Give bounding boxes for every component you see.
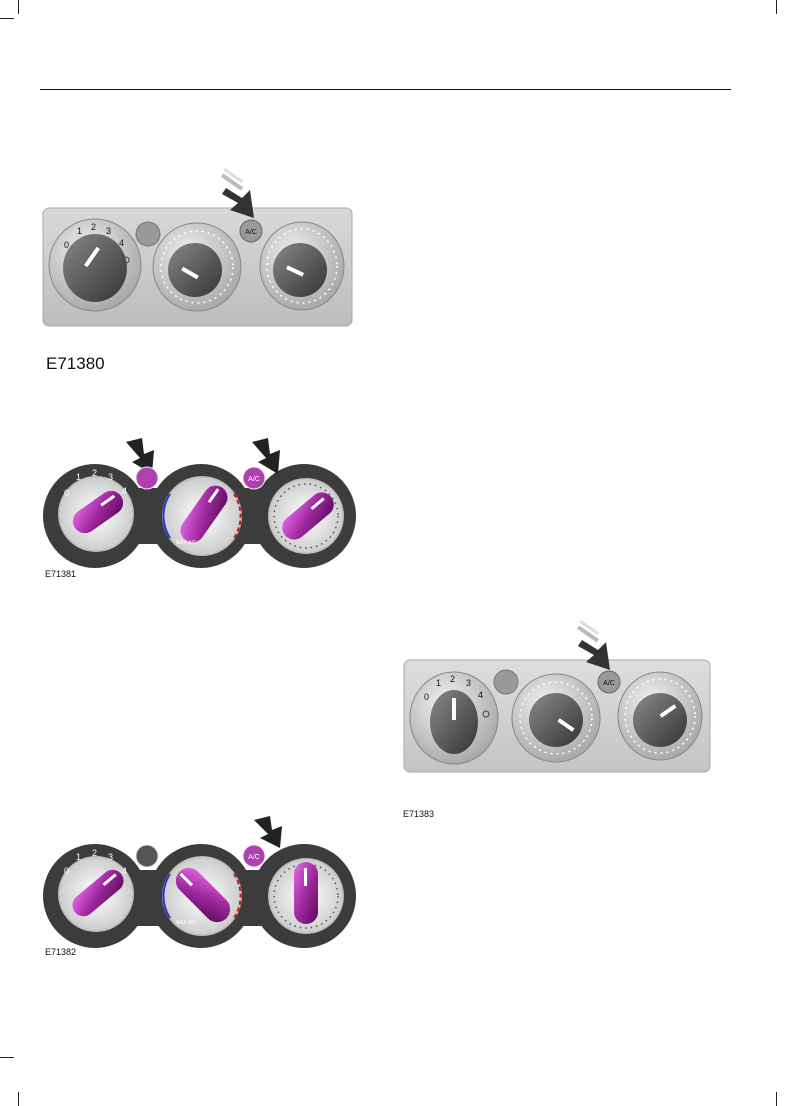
air-distribution-knob [617, 671, 703, 761]
ac-button [597, 670, 621, 694]
fan-speed-knob [48, 218, 142, 312]
header-rule [40, 89, 731, 90]
fan-label-2: 2 [450, 674, 455, 684]
arrow-icon [577, 620, 610, 670]
ac-button-label: A/C [603, 680, 615, 687]
arrow-icon [126, 438, 154, 474]
fan-label-4: 4 [119, 238, 124, 248]
fan-label-2: 2 [92, 848, 97, 858]
recirculation-button [493, 669, 519, 695]
caption-e71382: E71382 [45, 947, 77, 957]
fan-label-1: 1 [436, 678, 441, 688]
fan-label-4: 4 [478, 690, 483, 700]
crop-mark-top-right-v [776, 0, 777, 14]
fan-label-3: 3 [106, 226, 111, 236]
fan-icon [482, 710, 490, 718]
caption-e71383: E71383 [403, 809, 435, 819]
fan-label-0: 0 [64, 240, 69, 250]
recirculation-button [135, 221, 161, 247]
ac-button [242, 466, 266, 490]
figure-e71381: 0 1 2 3 4 MAX A/C A/C [40, 436, 358, 568]
climate-control-panel-illustration: 0 1 2 3 4 MAX A/C A/C [43, 816, 356, 948]
crop-mark-bottom-right-v [776, 1092, 777, 1106]
crop-mark-top-left-v [18, 0, 19, 14]
temperature-knob [152, 222, 242, 312]
crop-mark-bottom-left-h [0, 1057, 14, 1058]
fan-icon [122, 256, 130, 264]
ac-button-label: A/C [248, 476, 260, 483]
fan-label-3: 3 [108, 472, 113, 482]
caption-e71380: E71380 [46, 354, 105, 373]
arrow-icon [252, 438, 280, 474]
fan-label-0: 0 [424, 692, 429, 702]
temperature-knob [511, 673, 601, 763]
fan-label-2: 2 [91, 222, 96, 232]
ac-button-label: A/C [245, 229, 257, 236]
figure-e71383: 0 1 2 3 4 A/C [402, 620, 714, 777]
figure-e71380: 0 1 2 3 4 A/C [40, 168, 355, 330]
air-distribution-knob [259, 221, 345, 311]
max-ac-label: MAX A/C [176, 920, 197, 926]
caption-e71381: E71381 [45, 569, 77, 579]
fan-label-4: 4 [122, 486, 127, 496]
arrow-icon [221, 168, 254, 218]
fan-label-3: 3 [108, 852, 113, 862]
fan-label-3: 3 [466, 678, 471, 688]
recirculation-button [135, 466, 159, 490]
figure-e71382: 0 1 2 3 4 MAX A/C A/C [40, 816, 358, 948]
fan-label-2: 2 [92, 468, 97, 478]
arrow-icon [254, 816, 282, 848]
fan-label-1: 1 [76, 852, 81, 862]
fan-speed-knob [409, 671, 499, 765]
recirculation-button [135, 844, 159, 868]
max-ac-label: MAX A/C [176, 540, 197, 546]
climate-control-panel-illustration: 0 1 2 3 4 A/C [403, 620, 711, 773]
crop-mark-top-left-h [0, 18, 14, 19]
ac-button [239, 219, 263, 243]
ac-button [242, 844, 266, 868]
climate-control-panel-illustration: 0 1 2 3 4 MAX A/C A/C [43, 438, 356, 568]
fan-label-0: 0 [64, 488, 69, 498]
climate-control-panel-illustration: 0 1 2 3 4 A/C [42, 168, 353, 327]
fan-label-4: 4 [122, 866, 127, 876]
ac-button-label: A/C [248, 854, 260, 861]
fan-label-0: 0 [64, 866, 69, 876]
fan-label-1: 1 [76, 472, 81, 482]
fan-label-1: 1 [77, 226, 82, 236]
crop-mark-bottom-left-v [18, 1092, 19, 1106]
